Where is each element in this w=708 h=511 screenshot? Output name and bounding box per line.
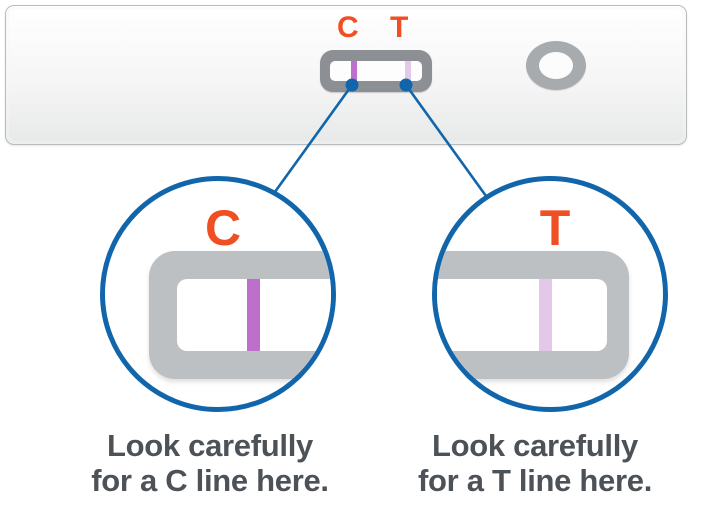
magnifier-control-label: C: [204, 200, 242, 256]
device-test-label: T: [390, 11, 409, 44]
device-test-line: [405, 61, 411, 81]
magnified-control-line: [247, 279, 260, 351]
caption-control-line-1: Look carefully: [107, 428, 313, 463]
sample-well-opening: [539, 52, 573, 79]
device-control-label: C: [337, 11, 359, 44]
caption-test: Look carefully for a T line here.: [370, 428, 700, 498]
result-window-opening: [330, 61, 422, 81]
device-control-line: [351, 61, 357, 81]
caption-control: Look carefully for a C line here.: [45, 428, 375, 498]
caption-test-line-1: Look carefully: [432, 428, 638, 463]
magnified-window-test: [437, 279, 607, 351]
magnifier-control: C: [100, 176, 336, 412]
sample-well: [526, 41, 586, 90]
magnified-window-control: [177, 279, 331, 351]
magnified-test-line: [539, 279, 552, 351]
result-window-frame: [320, 50, 432, 92]
magnifier-test-label: T: [539, 200, 571, 256]
caption-control-line-2: for a C line here.: [91, 463, 329, 499]
magnifier-test: T: [432, 176, 668, 412]
caption-test-line-2: for a T line here.: [417, 463, 653, 499]
